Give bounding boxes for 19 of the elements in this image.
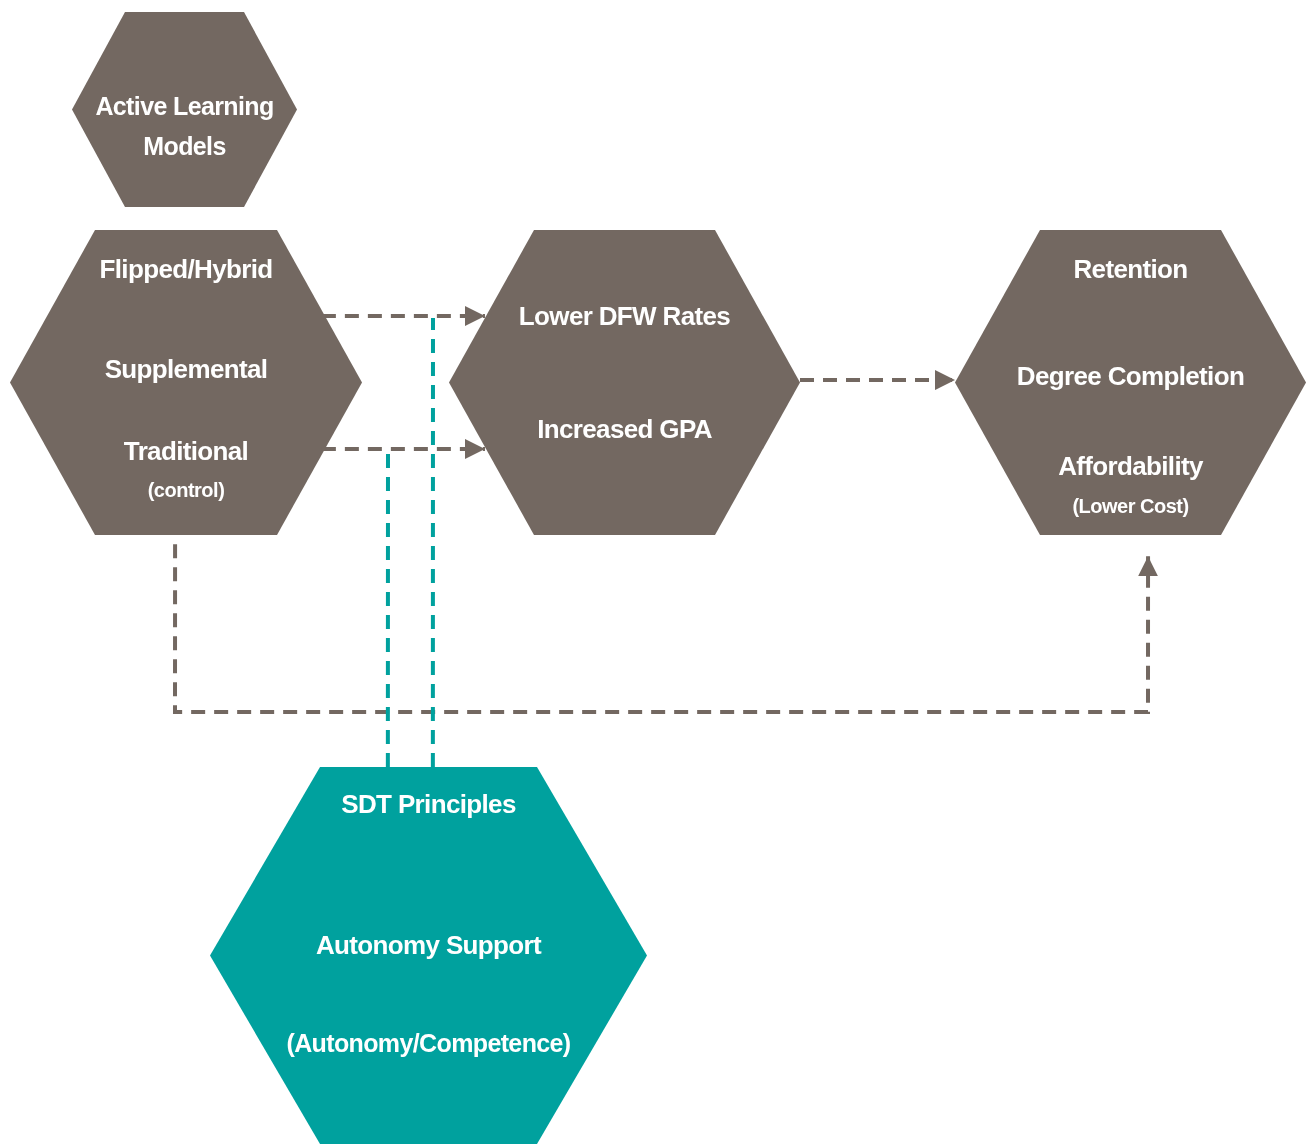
dashed-connector — [430, 318, 435, 767]
dashed-connector — [800, 370, 955, 391]
hexagon-label: Traditional — [122, 435, 250, 469]
hexagon-label: Autonomy Support — [315, 929, 543, 963]
hexagon-label: (Autonomy/Competence) — [285, 1028, 572, 1059]
hexagon-label: Retention — [1072, 253, 1189, 287]
hexagon-label: Supplemental — [103, 353, 269, 387]
dashed-connector — [321, 306, 485, 326]
hexagon-label: Increased GPA — [536, 413, 713, 447]
dashed-connector — [321, 439, 485, 459]
hexagon-label: Active Learning Models — [94, 91, 275, 162]
hexagon-label: SDT Principles — [340, 788, 517, 822]
hexagon-label: Flipped/Hybrid — [98, 253, 274, 287]
hexagon-label: (Lower Cost) — [1071, 494, 1190, 519]
hexagon-label: Affordability — [1057, 450, 1204, 484]
dashed-connector — [173, 544, 1159, 714]
hexagon-label: Degree Completion — [1015, 360, 1246, 394]
hexagon-label: (control) — [146, 478, 226, 503]
hexagon-label: Lower DFW Rates — [517, 300, 732, 334]
